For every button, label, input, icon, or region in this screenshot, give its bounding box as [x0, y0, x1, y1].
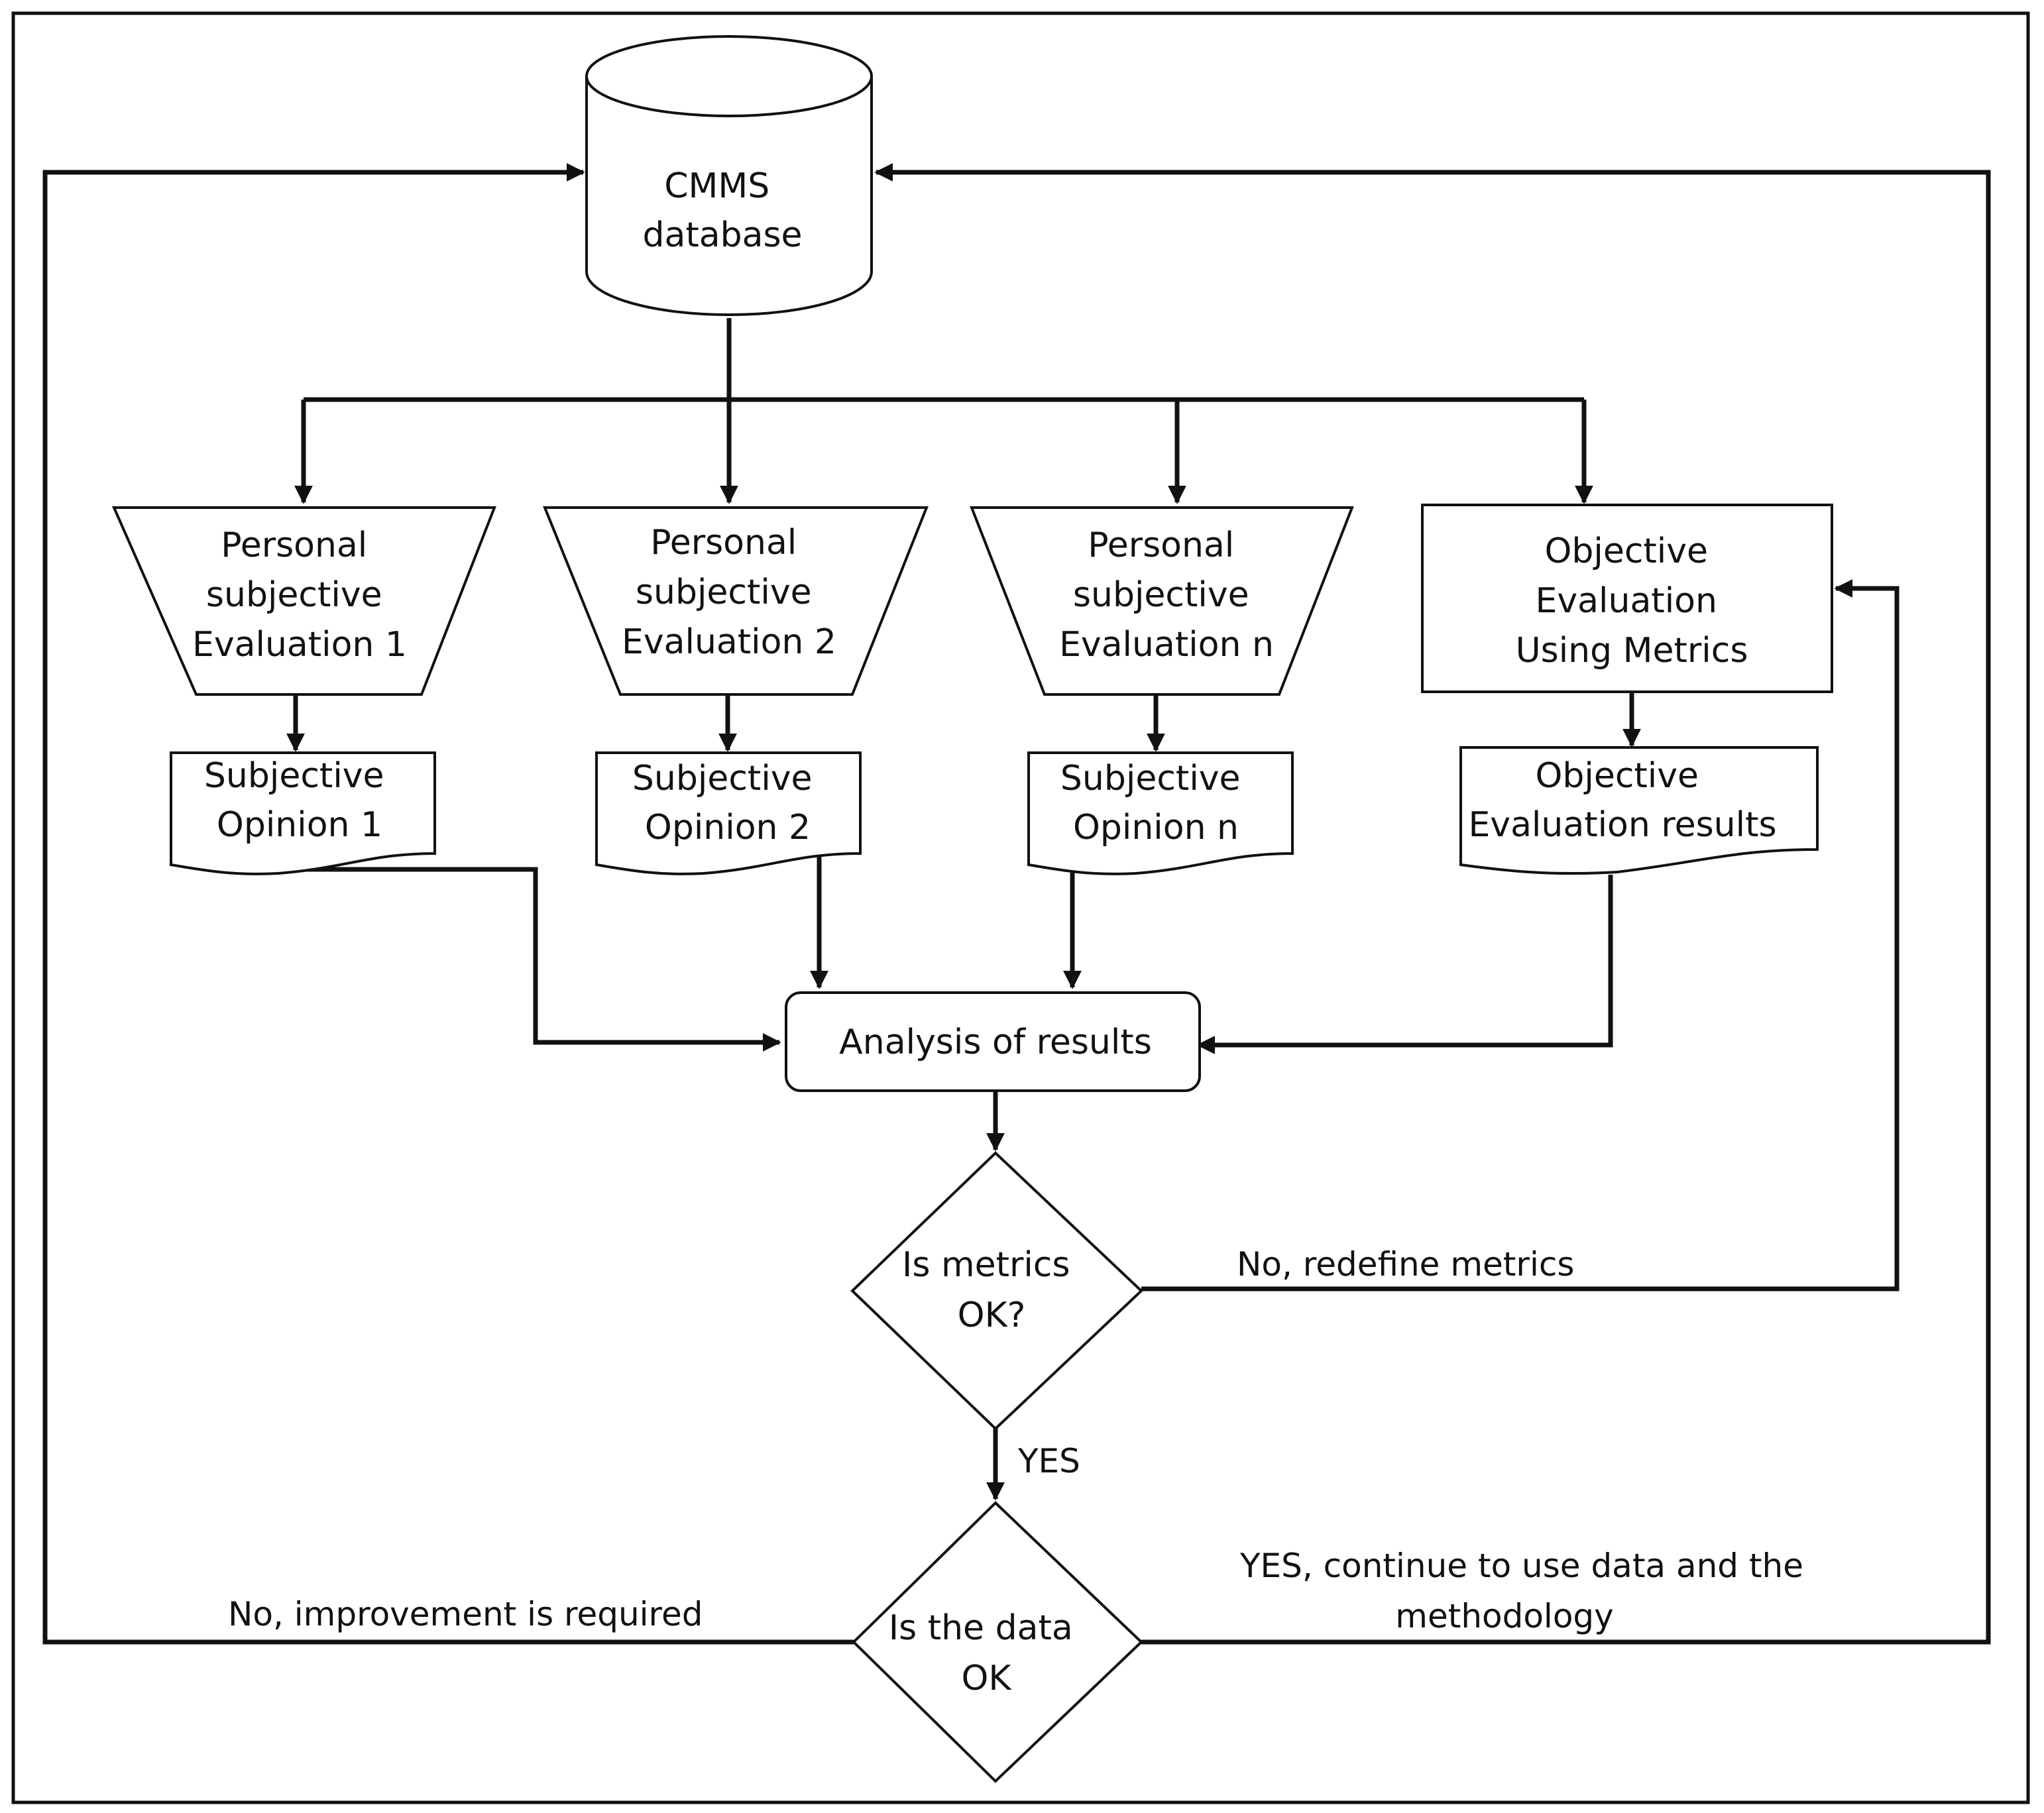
subjective-opinion-1-label: Subjective Opinion 1: [204, 756, 395, 845]
personal-evaluation-1-label: Personal subjective Evaluation 1: [192, 525, 407, 665]
edge-results-to-analysis: [1196, 875, 1613, 1054]
edge-so1-to-analysis: [292, 867, 781, 1052]
edge-metrics-no-loop: [1141, 579, 1900, 1291]
personal-evaluation-n-node: Personal subjective Evaluation n: [970, 506, 1354, 696]
redefine-metrics-label: No, redefine metrics: [1237, 1245, 1574, 1284]
cmms-label: CMMS database: [642, 166, 802, 255]
improvement-required-label: No, improvement is required: [228, 1595, 703, 1633]
edge-data-no-loop: [42, 163, 854, 1645]
subjective-opinion-2-node: Subjective Opinion 2: [595, 751, 862, 875]
subjective-opinion-n-label: Subjective Opinion n: [1060, 759, 1251, 848]
personal-evaluation-2-label: Personal subjective Evaluation 2: [622, 523, 836, 662]
objective-results-label: Objective Evaluation results: [1468, 756, 1776, 845]
personal-evaluation-n-label: Personal subjective Evaluation n: [1059, 525, 1274, 665]
subjective-opinion-2-label: Subjective Opinion 2: [632, 759, 823, 848]
subjective-opinion-n-node: Subjective Opinion n: [1027, 751, 1294, 875]
cmms-database-node: CMMS database: [585, 35, 873, 316]
objective-evaluation-node: Objective Evaluation Using Metrics: [1421, 504, 1833, 693]
analysis-node: Analysis of results: [785, 991, 1201, 1092]
personal-evaluation-2-node: Personal subjective Evaluation 2: [543, 506, 929, 696]
yes-metrics-label: YES: [1017, 1442, 1080, 1480]
outer-frame: [11, 11, 2030, 1804]
analysis-label: Analysis of results: [839, 1022, 1152, 1062]
metrics-decision-node: Is metrics OK?: [850, 1151, 1143, 1431]
objective-evaluation-label: Objective Evaluation Using Metrics: [1516, 531, 1748, 671]
subjective-opinion-1-node: Subjective Opinion 1: [170, 751, 436, 875]
objective-results-node: Objective Evaluation results: [1459, 746, 1819, 875]
continue-label-line-2: methodology: [1395, 1597, 1614, 1635]
personal-evaluation-1-node: Personal subjective Evaluation 1: [111, 506, 496, 696]
data-decision-node: Is the data OK: [852, 1501, 1143, 1783]
data-decision-label: Is the data OK: [889, 1608, 1084, 1698]
metrics-decision-label: Is metrics OK?: [902, 1245, 1081, 1335]
edge-data-yes-loop: [874, 163, 1991, 1645]
continue-label-line-1: YES, continue to use data and the: [1239, 1547, 1803, 1585]
